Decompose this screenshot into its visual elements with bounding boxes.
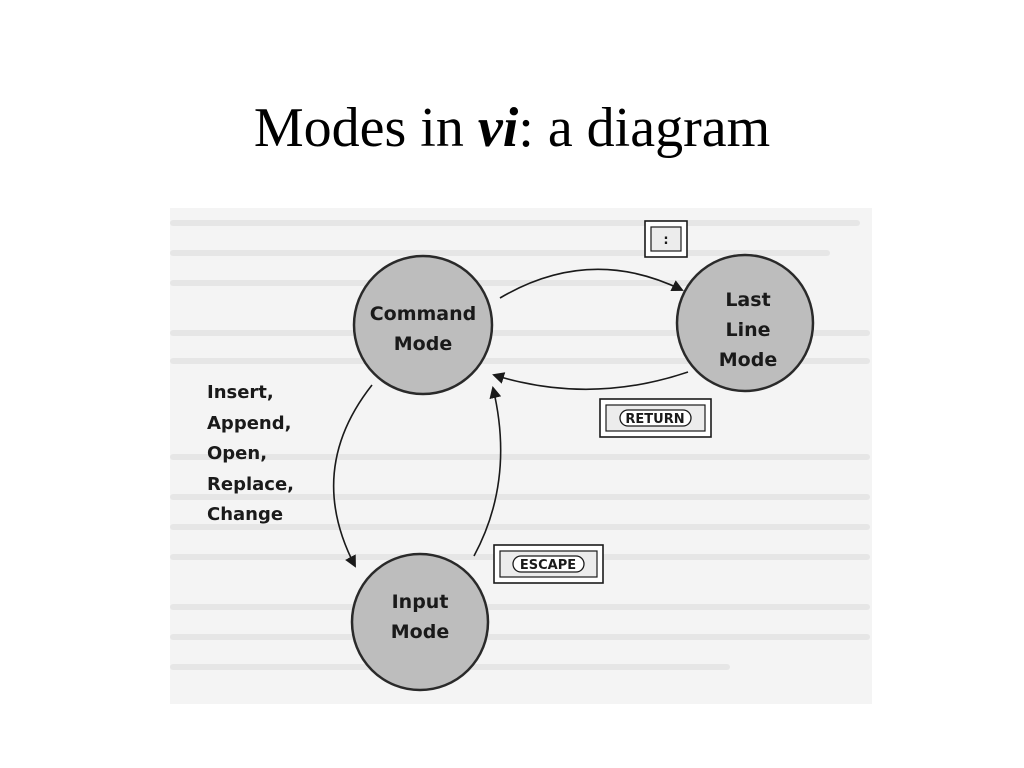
node-input-mode: Input Mode	[350, 552, 490, 692]
title-prefix: Modes in	[253, 97, 478, 159]
bleed-through-line	[170, 524, 870, 530]
title-suffix: : a diagram	[518, 97, 771, 159]
last-line-mode-label-line2: Line	[725, 319, 770, 341]
node-last-line-mode: Last Line Mode	[675, 253, 815, 393]
edge-lastline-to-command	[492, 371, 689, 391]
bleed-through-line	[170, 280, 790, 286]
input-mode-circle	[350, 552, 490, 692]
bleed-through-line	[170, 494, 870, 500]
last-line-mode-circle	[675, 253, 815, 393]
slide-title: Modes in vi: a diagram	[0, 100, 1024, 156]
bleed-through-line	[170, 330, 870, 336]
input-command-item: Replace,	[207, 473, 294, 495]
key-escape-label: ESCAPE	[520, 558, 576, 573]
input-command-item: Change	[207, 504, 284, 525]
input-command-item: Append,	[207, 412, 292, 434]
bleed-through-line	[170, 250, 830, 256]
input-command-item: Insert,	[207, 382, 274, 403]
last-line-mode-label-line1: Last	[725, 289, 770, 311]
key-return: RETURN	[599, 398, 712, 438]
edge-input-to-command	[473, 386, 502, 557]
edge-command-to-lastline	[499, 268, 684, 299]
last-line-mode-label-line3: Mode	[719, 349, 777, 371]
bleed-through-line	[170, 220, 860, 226]
key-return-label: RETURN	[625, 412, 684, 427]
input-mode-label-line1: Input	[392, 591, 449, 613]
input-mode-label-line2: Mode	[391, 621, 449, 643]
key-colon: :	[644, 220, 688, 258]
bleed-through-line	[170, 634, 870, 640]
input-commands-list: Insert, Append, Open, Replace, Change	[207, 378, 294, 531]
bleed-through-line	[170, 358, 870, 364]
title-emphasis: vi	[477, 97, 519, 159]
key-escape: ESCAPE	[493, 544, 604, 584]
node-command-mode: Command Mode	[352, 254, 494, 396]
input-command-item: Open,	[207, 443, 268, 464]
command-mode-label-line1: Command	[370, 303, 477, 325]
bleed-through-line	[170, 604, 870, 610]
command-mode-circle	[352, 254, 494, 396]
key-colon-label: :	[663, 233, 668, 248]
edge-command-to-input	[332, 384, 373, 568]
bleed-through-line	[170, 454, 870, 460]
command-mode-label-line2: Mode	[394, 333, 452, 355]
